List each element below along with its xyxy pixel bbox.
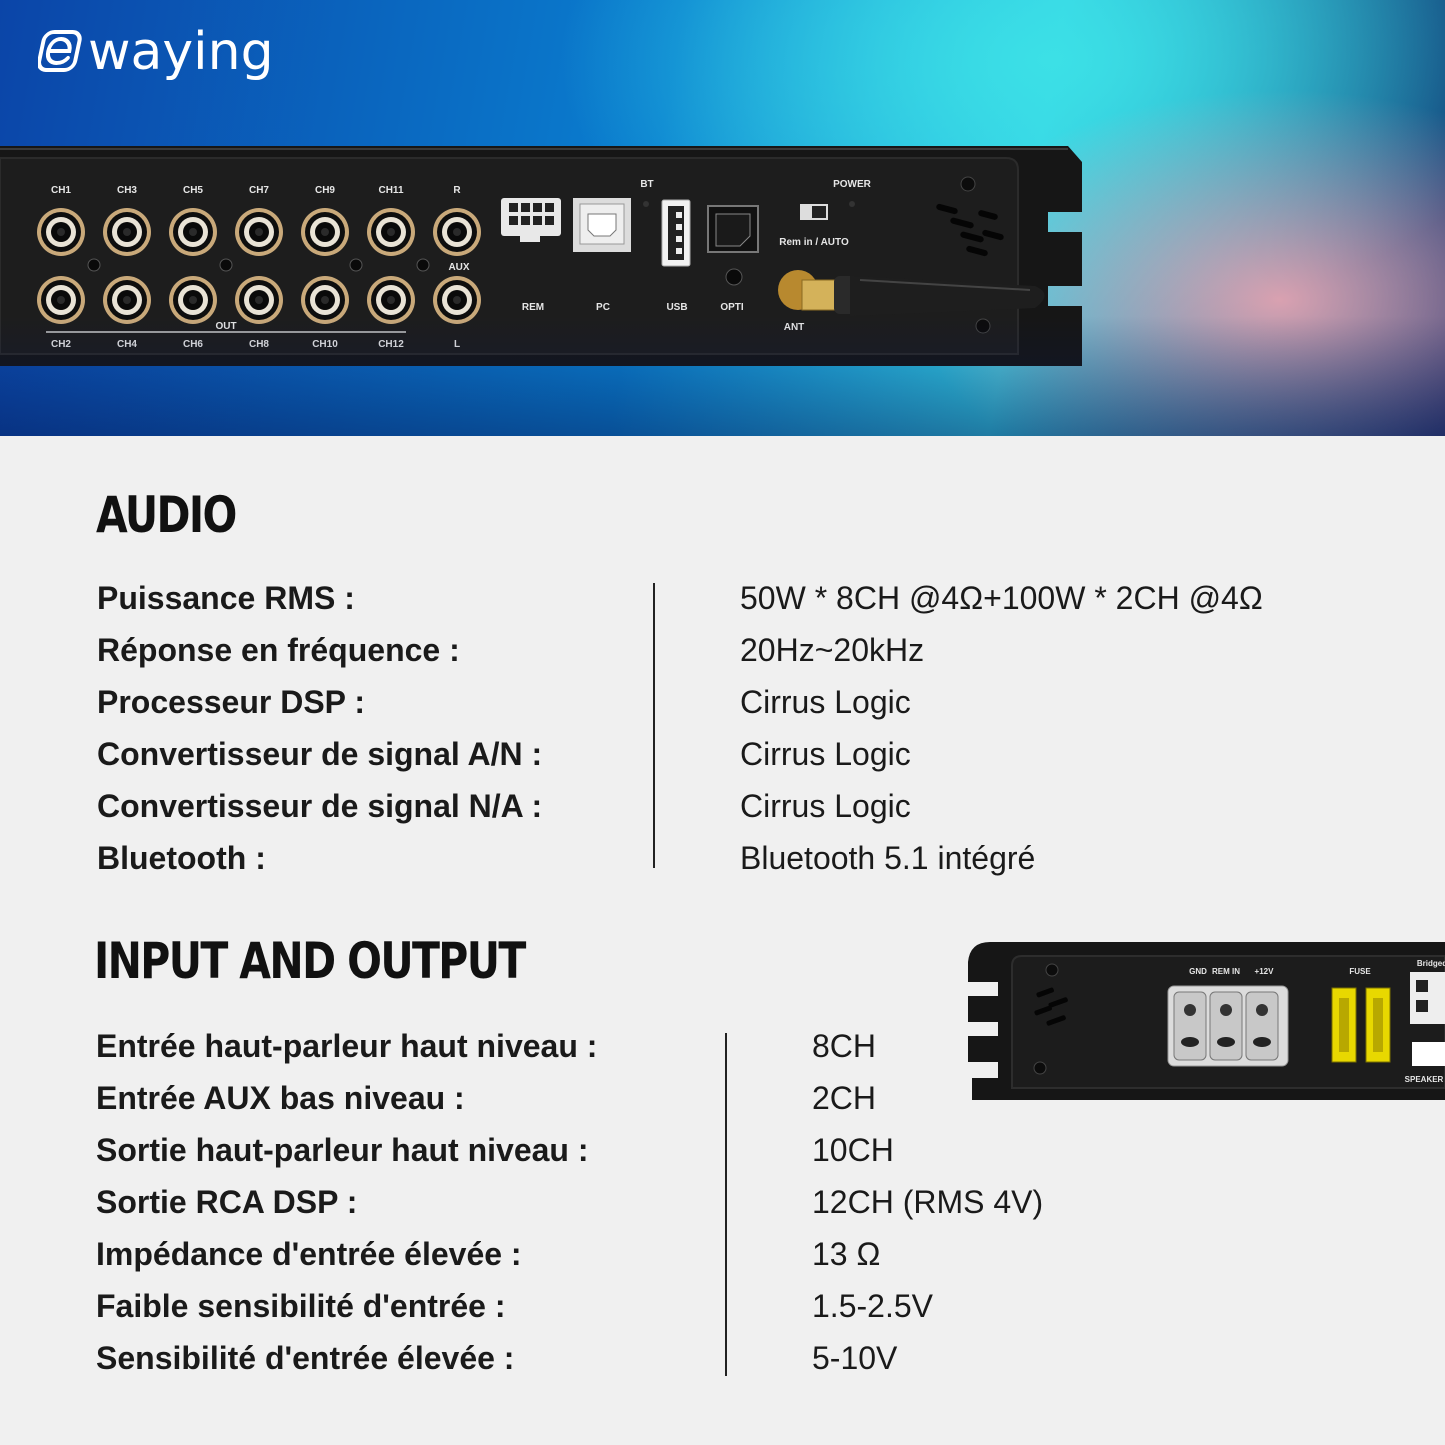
- audio-spec-label: Puissance RMS :: [97, 580, 355, 616]
- io-spec-label: Entrée haut-parleur haut niveau :: [96, 1028, 598, 1064]
- panel-label-power: POWER: [833, 179, 872, 190]
- audio-spec-value: Bluetooth 5.1 intégré: [740, 840, 1036, 876]
- rca-jack: [301, 276, 349, 324]
- panel-label-ch1: CH1: [51, 185, 71, 196]
- audio-spec-label: Réponse en fréquence :: [97, 632, 460, 668]
- io-spec-label: Sortie RCA DSP :: [96, 1184, 358, 1220]
- panel-label-ch4: CH4: [117, 339, 137, 350]
- audio-spec-label: Bluetooth :: [97, 840, 266, 876]
- side-label-bridged: Bridged: [1417, 959, 1445, 968]
- audio-spec-label: Processeur DSP :: [97, 684, 365, 720]
- panel-label-usb: USB: [666, 302, 687, 313]
- io-spec-label: Sensibilité d'entrée élevée :: [96, 1340, 515, 1376]
- hero-banner: waying: [0, 0, 1445, 436]
- rca-jack: [235, 276, 283, 324]
- panel-label-ch3: CH3: [117, 185, 137, 196]
- rca-jacks: [37, 208, 481, 324]
- panel-label-ch2: CH2: [51, 339, 71, 350]
- io-spec-value: 10CH: [812, 1132, 894, 1168]
- brand-logo: waying: [38, 22, 274, 82]
- io-spec-value: 2CH: [812, 1080, 877, 1116]
- rca-jack: [367, 208, 415, 256]
- io-spec-value: 8CH: [812, 1028, 877, 1064]
- panel-label-opti: OPTI: [720, 302, 744, 313]
- io-section-title: INPUT AND OUTPUT: [94, 932, 526, 990]
- amplifier-front-panel: CH1 CH3 CH5 CH7 CH9 CH11 R CH2 CH4 CH6 CH8 CH10 CH12…: [0, 146, 1082, 366]
- io-spec-label: Entrée AUX bas niveau :: [96, 1080, 465, 1116]
- audio-spec-value: Cirrus Logic: [740, 736, 911, 772]
- audio-spec-value: 20Hz~20kHz: [740, 632, 925, 668]
- audio-spec-label: Convertisseur de signal A/N :: [97, 736, 543, 772]
- side-label-gnd: GND: [1189, 967, 1207, 976]
- panel-label-l: L: [454, 339, 460, 350]
- rca-jack: [235, 208, 283, 256]
- io-spec-value: 13 Ω: [812, 1236, 881, 1272]
- audio-spec-label: Convertisseur de signal N/A :: [97, 788, 543, 824]
- rca-jack: [103, 208, 151, 256]
- panel-label-rem: REM: [522, 302, 544, 313]
- io-spec-value: 1.5-2.5V: [812, 1288, 933, 1324]
- brand-name: waying: [88, 22, 274, 82]
- io-spec-value: 12CH (RMS 4V): [812, 1184, 1044, 1220]
- panel-label-ch6: CH6: [183, 339, 203, 350]
- io-divider: [725, 1033, 727, 1376]
- rca-jack: [433, 208, 481, 256]
- panel-label-ch12: CH12: [378, 339, 404, 350]
- panel-label-bt: BT: [640, 179, 653, 190]
- side-label-speaker: SPEAKER: [1405, 1075, 1444, 1084]
- panel-label-ch7: CH7: [249, 185, 269, 196]
- panel-label-aux: AUX: [448, 262, 469, 273]
- rca-jack: [301, 208, 349, 256]
- io-spec-label: Faible sensibilité d'entrée :: [96, 1288, 506, 1324]
- audio-spec-value: 50W * 8CH @4Ω+100W * 2CH @4Ω: [740, 580, 1263, 616]
- panel-label-ch5: CH5: [183, 185, 203, 196]
- rca-jack: [433, 276, 481, 324]
- bluetooth-antenna: [778, 270, 1045, 316]
- panel-label-ch9: CH9: [315, 185, 335, 196]
- audio-section-title: AUDIO: [96, 486, 237, 544]
- side-label-rem-in: REM IN: [1212, 967, 1240, 976]
- side-label-12v: +12V: [1255, 967, 1275, 976]
- panel-label-out: OUT: [215, 321, 236, 332]
- io-spec-label: Sortie haut-parleur haut niveau :: [96, 1132, 589, 1168]
- rca-jack: [367, 276, 415, 324]
- audio-spec-value: Cirrus Logic: [740, 788, 911, 824]
- rca-jack: [37, 208, 85, 256]
- side-label-fuse: FUSE: [1349, 967, 1371, 976]
- panel-label-pc: PC: [596, 302, 610, 313]
- rca-jack: [169, 276, 217, 324]
- panel-label-ch10: CH10: [312, 339, 338, 350]
- panel-label-ant: ANT: [784, 322, 805, 333]
- io-spec-value: 5-10V: [812, 1340, 898, 1376]
- panel-label-ch11: CH11: [378, 185, 403, 196]
- audio-divider: [653, 583, 655, 868]
- rca-jack: [103, 276, 151, 324]
- rca-jack: [37, 276, 85, 324]
- io-spec-label: Impédance d'entrée élevée :: [96, 1236, 522, 1272]
- brand-mark-icon: [38, 30, 82, 72]
- panel-label-r: R: [453, 185, 461, 196]
- rca-jack: [169, 208, 217, 256]
- audio-spec-value: Cirrus Logic: [740, 684, 911, 720]
- panel-label-rem-auto: Rem in / AUTO: [779, 237, 849, 248]
- panel-label-ch8: CH8: [249, 339, 269, 350]
